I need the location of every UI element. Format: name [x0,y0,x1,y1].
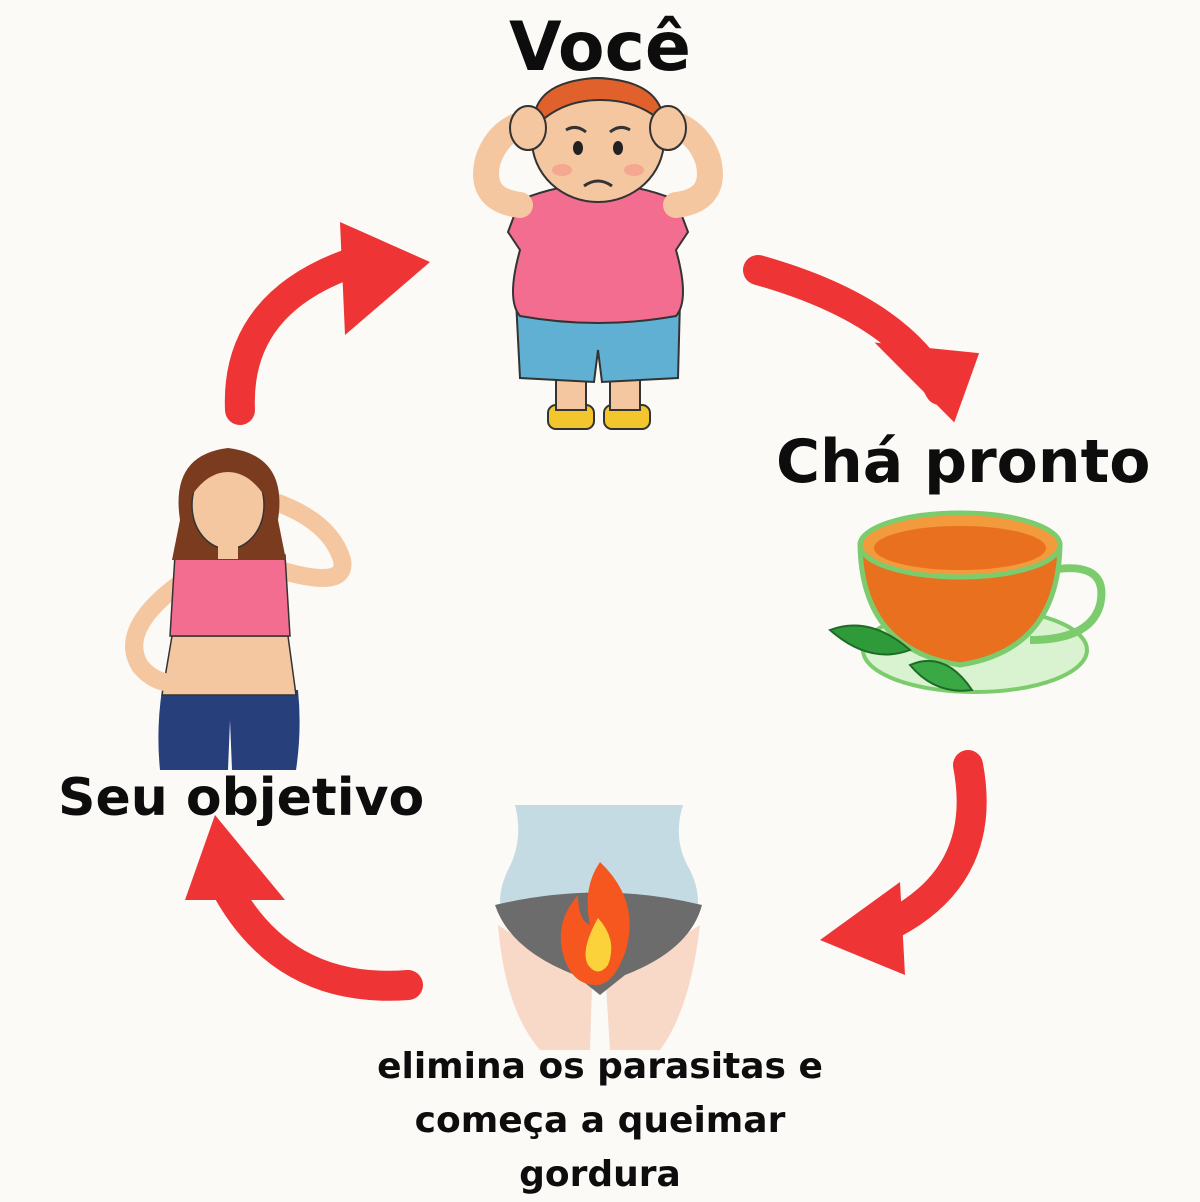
step-label-queima-gordura: elimina os parasitas e começa a queimar … [377,1046,823,1195]
tea-cup-illustration [828,510,1106,694]
waist-fire-illustration [495,805,702,1050]
arrow-objetivo-to-voce [224,222,430,425]
arrow-cha-to-queima [820,750,987,975]
fit-woman-illustration [125,448,352,770]
step-label-seu-objetivo: Seu objetivo [58,768,425,828]
arrow-queima-to-objetivo [185,815,423,1001]
arrow-voce-to-cha [743,255,980,423]
step-label-voce: Você [508,8,692,87]
step-label-cha-pronto: Chá pronto [776,427,1151,497]
worried-person-illustration [473,76,723,430]
